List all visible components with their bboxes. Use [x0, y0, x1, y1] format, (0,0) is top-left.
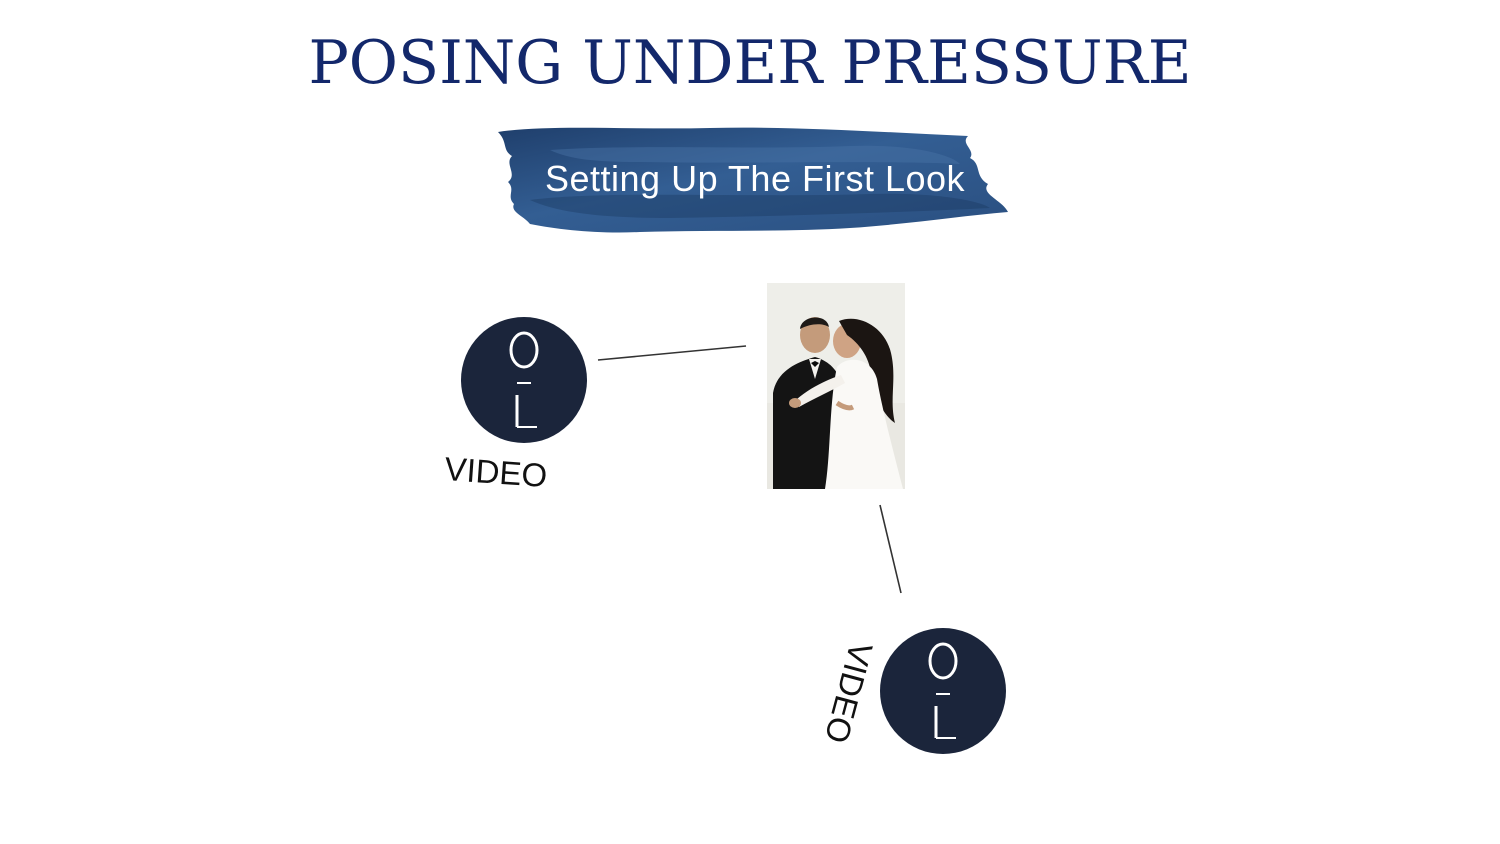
watercolor-brush-stroke [498, 127, 1008, 233]
connector-line-left [597, 345, 747, 361]
slide-title: POSING UNDER PRESSURE [308, 28, 1192, 98]
video-camera-logo-bottom [880, 628, 1006, 754]
couple-photo [767, 283, 905, 489]
slide-subtitle: Setting Up The First Look [544, 158, 966, 199]
video-camera-logo-left [461, 317, 587, 443]
video-label-left: VIDEO [443, 450, 549, 495]
connector-line-bottom [879, 504, 902, 594]
